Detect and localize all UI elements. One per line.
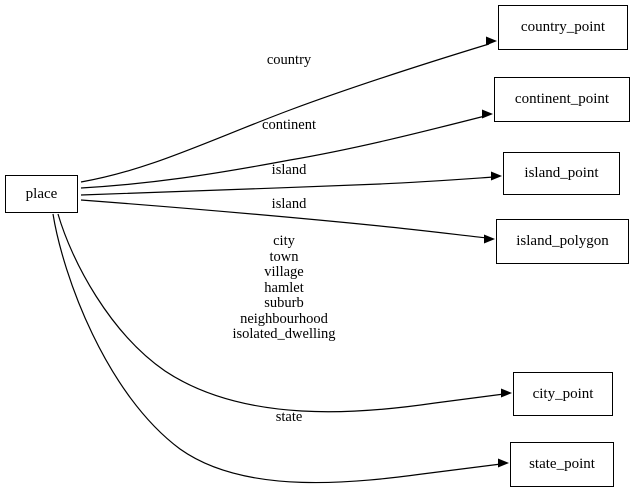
edge-place-to-island_point bbox=[80, 176, 495, 196]
node-state_point[interactable]: state_point bbox=[510, 442, 614, 487]
edge-label-country_point: country bbox=[266, 52, 312, 68]
node-place[interactable]: place bbox=[5, 175, 78, 213]
node-label: place bbox=[25, 185, 58, 202]
edge-label-state_point: state bbox=[275, 409, 303, 425]
arrowhead-icon bbox=[498, 458, 509, 468]
node-country_point[interactable]: country_point bbox=[498, 5, 628, 50]
edge-place-to-state_point bbox=[52, 213, 502, 484]
arrowhead-icon bbox=[486, 36, 497, 46]
node-label: country_point bbox=[520, 19, 606, 35]
arrowhead-icon bbox=[484, 234, 495, 244]
edge-label-island_polygon: island bbox=[271, 196, 307, 212]
edge-place-to-continent_point bbox=[80, 115, 486, 189]
node-city_point[interactable]: city_point bbox=[513, 372, 613, 416]
arrowhead-icon bbox=[491, 171, 502, 181]
node-island_polygon[interactable]: island_polygon bbox=[496, 219, 629, 264]
node-label: continent_point bbox=[514, 91, 610, 107]
edge-place-to-country_point bbox=[80, 43, 490, 183]
node-label: island_polygon bbox=[516, 233, 609, 249]
edge-label-island_point: island bbox=[271, 162, 307, 178]
node-label: state_point bbox=[529, 456, 595, 472]
node-continent_point[interactable]: continent_point bbox=[494, 77, 630, 122]
node-label: city_point bbox=[532, 385, 594, 402]
node-island_point[interactable]: island_point bbox=[503, 152, 620, 195]
node-label: island_point bbox=[524, 165, 599, 181]
arrowhead-icon bbox=[482, 109, 493, 119]
edge-place-to-city_point bbox=[57, 213, 505, 413]
arrowhead-icon bbox=[501, 388, 512, 398]
edge-label-city_point: city town village hamlet suburb neighbou… bbox=[232, 233, 336, 342]
edge-label-continent_point: continent bbox=[262, 117, 316, 133]
edge-place-to-island_polygon bbox=[80, 199, 488, 239]
